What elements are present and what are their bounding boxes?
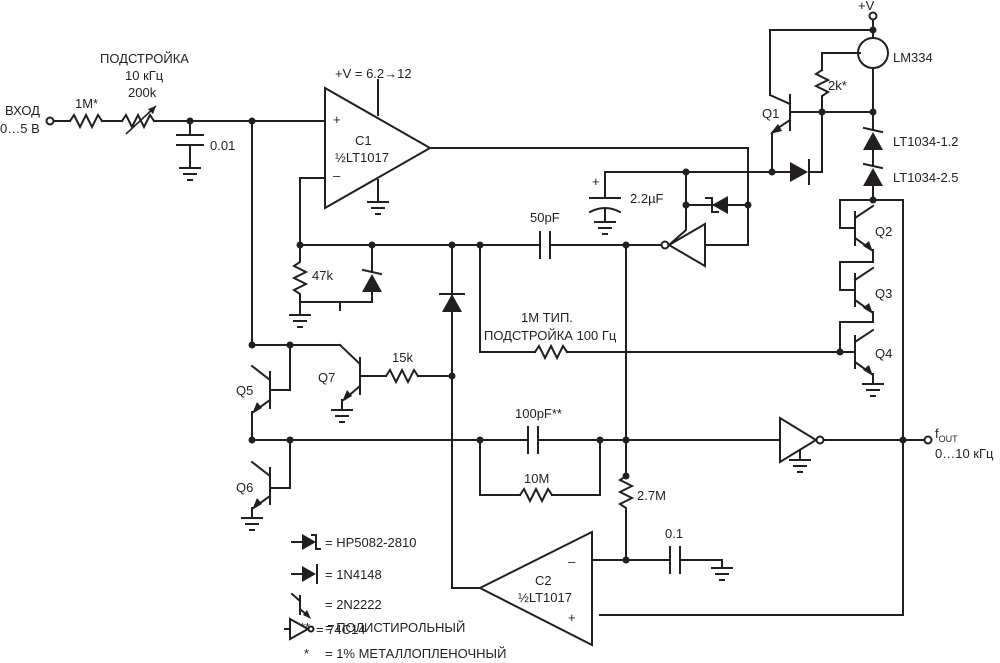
transistor-q2: Q2	[839, 199, 892, 252]
schottky-diode	[712, 196, 728, 214]
trim-resistor-1m	[533, 343, 569, 361]
fout-label: fOUT	[935, 426, 958, 444]
transistor-q5: Q5	[236, 344, 291, 414]
c1-part: ½LT1017	[335, 150, 389, 165]
legend-metal-film-text: = 1% МЕТАЛЛОПЛЕНОЧНЫЙ	[325, 646, 506, 661]
ground-icon	[179, 167, 201, 181]
transistor-q7: Q7	[318, 343, 362, 402]
zener-diode	[362, 274, 382, 292]
c1-name: C1	[355, 133, 372, 148]
input-terminal	[45, 116, 55, 126]
legend-diode-text: = 1N4148	[325, 567, 382, 582]
diode-1n4148-q1	[790, 162, 808, 182]
resistor-10m	[518, 486, 554, 504]
output-inverter-74c14	[779, 416, 818, 464]
output-terminal	[923, 435, 933, 445]
ground-icon	[594, 221, 616, 235]
transistor-q3: Q3	[839, 261, 892, 314]
input-label-line2: 0…5 В	[0, 121, 40, 136]
c1-plus: +	[333, 112, 341, 127]
zener2-label: LT1034-2.5	[893, 170, 959, 185]
comparator-c2: – + C2 ½LT1017	[477, 530, 593, 647]
ground-icon	[367, 201, 389, 215]
resistor-10m-label: 10M	[524, 471, 549, 486]
ground-icon	[789, 459, 811, 473]
trim1-label-line1: ПОДСТРОЙКА	[100, 51, 189, 66]
cap-0-01-label: 0.01	[210, 138, 235, 153]
trim1-label-line2: 10 кГц	[125, 68, 164, 83]
transistor-q4: Q4	[839, 321, 892, 376]
legend-schottky-icon	[291, 534, 321, 550]
resistor-15k	[384, 367, 420, 385]
legend-transistor-icon	[290, 592, 311, 619]
legend-asterisk: *	[304, 646, 309, 661]
q2-label: Q2	[875, 224, 892, 239]
legend-transistor-text: = 2N2222	[325, 597, 382, 612]
diode-1n4148	[442, 294, 462, 312]
cap-2-2uf-label: 2.2µF	[630, 191, 664, 206]
ground-icon	[862, 383, 884, 397]
legend-diode-icon	[291, 564, 318, 584]
resistor-47k	[291, 244, 309, 316]
supply-label: +V	[858, 0, 875, 13]
cap-2-2uf-plus: +	[592, 174, 600, 189]
resistor-15k-label: 15k	[392, 350, 413, 365]
ground-icon	[331, 409, 353, 423]
c1-supply: +V = 6.2→12	[335, 66, 412, 81]
q6-label: Q6	[236, 480, 253, 495]
q5-label: Q5	[236, 383, 253, 398]
trim1-label-line3: 200k	[128, 85, 157, 100]
zener1-label: LT1034-1.2	[893, 134, 959, 149]
c1-minus: –	[333, 168, 341, 183]
transistor-q1: Q1	[762, 93, 792, 134]
legend-polystyrene-text: = ПОЛИСТИРОЛЬНЫЙ	[325, 620, 465, 635]
trim2-label-line2: ПОДСТРОЙКА 100 Гц	[484, 328, 617, 343]
c2-minus: –	[568, 554, 576, 569]
resistor-2-7m-label: 2.7M	[637, 488, 666, 503]
comparator-c1: + – C1 ½LT1017 +V = 6.2→12	[324, 66, 433, 215]
resistor-2-7m	[617, 474, 635, 561]
resistor-47k-label: 47k	[312, 268, 333, 283]
input-label-line1: ВХОД	[5, 103, 40, 118]
cap-100pf-label: 100pF**	[515, 406, 562, 421]
fout-range: 0…10 кГц	[935, 446, 994, 461]
c2-name: C2	[535, 573, 552, 588]
lm334-icon	[857, 37, 889, 69]
zener-lt1034-1-2	[863, 132, 883, 150]
q1-label: Q1	[762, 106, 779, 121]
c2-part: ½LT1017	[518, 590, 572, 605]
legend-inverter-icon	[284, 617, 315, 641]
lm334-label: LM334	[893, 50, 933, 65]
trim2-label-line1: 1M ТИП.	[521, 310, 573, 325]
legend: = HP5082-2810 = 1N4148 = 2N2222 ** = ПОЛ…	[284, 534, 506, 661]
cap-50pf-label: 50pF	[530, 210, 560, 225]
resistor-2k	[813, 68, 831, 113]
c2-plus: +	[568, 610, 576, 625]
ground-icon	[241, 517, 263, 531]
input-resistor-label: 1M*	[75, 96, 98, 111]
trim-pot-10khz	[120, 112, 156, 130]
resistor-2k-label: 2k*	[828, 78, 847, 93]
zener-lt1034-2-5	[863, 168, 883, 186]
q7-label: Q7	[318, 370, 335, 385]
transistor-q6: Q6	[236, 439, 291, 510]
input-section: ВХОД 0…5 В 1M* ПОДСТРОЙКА 10 кГц 200k 0.…	[0, 51, 331, 181]
ground-icon	[289, 314, 311, 328]
q3-label: Q3	[875, 286, 892, 301]
supply-terminal	[868, 11, 878, 21]
q4-label: Q4	[875, 346, 892, 361]
input-resistor	[68, 112, 104, 130]
legend-inverter-text: = 74C14	[316, 622, 366, 637]
cap-0-1-label: 0.1	[665, 526, 683, 541]
legend-schottky-text: = HP5082-2810	[325, 535, 416, 550]
ground-icon	[711, 567, 733, 581]
